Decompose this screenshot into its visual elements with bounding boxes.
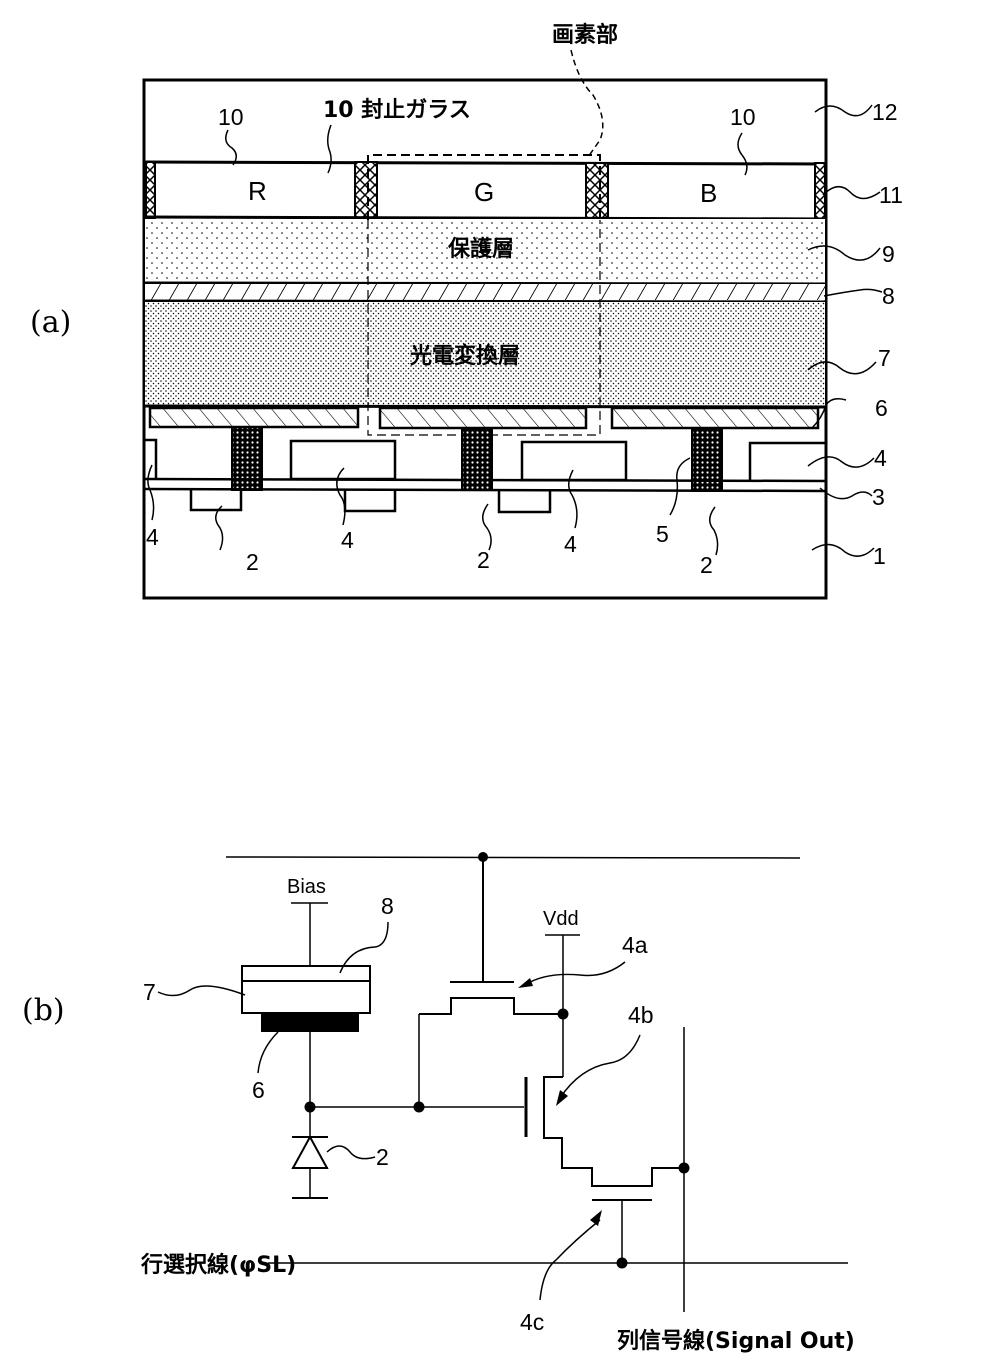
filter-r: R (248, 176, 267, 206)
column-signal-label: 列信号線(Signal Out) (617, 1328, 855, 1354)
vdd-label: Vdd (543, 908, 579, 930)
ref-10-r: 10 (218, 104, 244, 130)
amp-transistor-channel (544, 1077, 684, 1186)
ref-7: 7 (878, 345, 891, 371)
insulator-block (291, 441, 395, 479)
ref-11: 11 (879, 182, 903, 208)
filter-g: G (474, 177, 494, 207)
pixel-electrode-symbol (261, 1013, 359, 1032)
glass-bottom-edge (144, 162, 826, 164)
ref-8: 8 (882, 283, 895, 309)
bias-label: Bias (287, 876, 326, 898)
figure-a: (a) R G B (30, 22, 903, 598)
separator-gb (586, 163, 608, 219)
ref-2: 2 (477, 547, 490, 573)
pixel-region-label: 画素部 (552, 22, 618, 48)
figure-b: (b) Bias 8 7 6 2 (22, 852, 855, 1354)
ref-6: 6 (875, 395, 888, 421)
counter-electrode-layer (145, 284, 825, 300)
pixel-electrode-r (150, 408, 358, 427)
ref-1: 1 (873, 543, 886, 569)
ref-4b: 4b (628, 1002, 654, 1028)
ref-4c: 4c (520, 1309, 544, 1335)
insulator-block (145, 440, 156, 479)
insulator-block (522, 442, 626, 480)
ref-6-b: 6 (252, 1077, 265, 1103)
pixel-region-leader (571, 50, 603, 157)
photo-element (242, 966, 370, 1013)
ref-4a: 4a (622, 932, 648, 958)
sealing-glass-label: 10 封止ガラス (323, 98, 471, 123)
ref-8-b: 8 (381, 893, 394, 919)
pixel-electrode-b (612, 408, 818, 428)
row-select-label: 行選択線(φSL) (140, 1252, 296, 1278)
ref-5: 5 (656, 521, 669, 547)
separator-left (146, 162, 155, 218)
ref-7-b: 7 (143, 979, 156, 1005)
panel-label-a: (a) (30, 305, 71, 340)
photoelectric-layer-label: 光電変換層 (409, 343, 520, 369)
protective-layer-label: 保護層 (447, 236, 514, 262)
diode-symbol (293, 1137, 327, 1168)
ref-2-b: 2 (376, 1144, 389, 1170)
separator-right (815, 163, 825, 219)
ref-4-right: 4 (874, 445, 887, 471)
ref-4: 4 (146, 524, 159, 550)
ref-12: 12 (872, 99, 898, 125)
reset-line (226, 857, 800, 858)
storage-region (191, 490, 241, 510)
ref-10-b: 10 (730, 104, 756, 130)
reset-transistor-channel (419, 998, 563, 1014)
pixel-electrode-g (380, 408, 586, 428)
storage-region (345, 490, 395, 511)
ref-4: 4 (564, 531, 577, 557)
filter-b: B (700, 178, 717, 208)
ref-2: 2 (700, 552, 713, 578)
ref-2: 2 (246, 549, 259, 575)
storage-region (499, 491, 550, 512)
ref-9: 9 (882, 241, 895, 267)
ref-4: 4 (341, 527, 354, 553)
panel-label-b: (b) (22, 993, 65, 1028)
ref-3: 3 (872, 484, 885, 510)
separator-rg (355, 162, 377, 218)
